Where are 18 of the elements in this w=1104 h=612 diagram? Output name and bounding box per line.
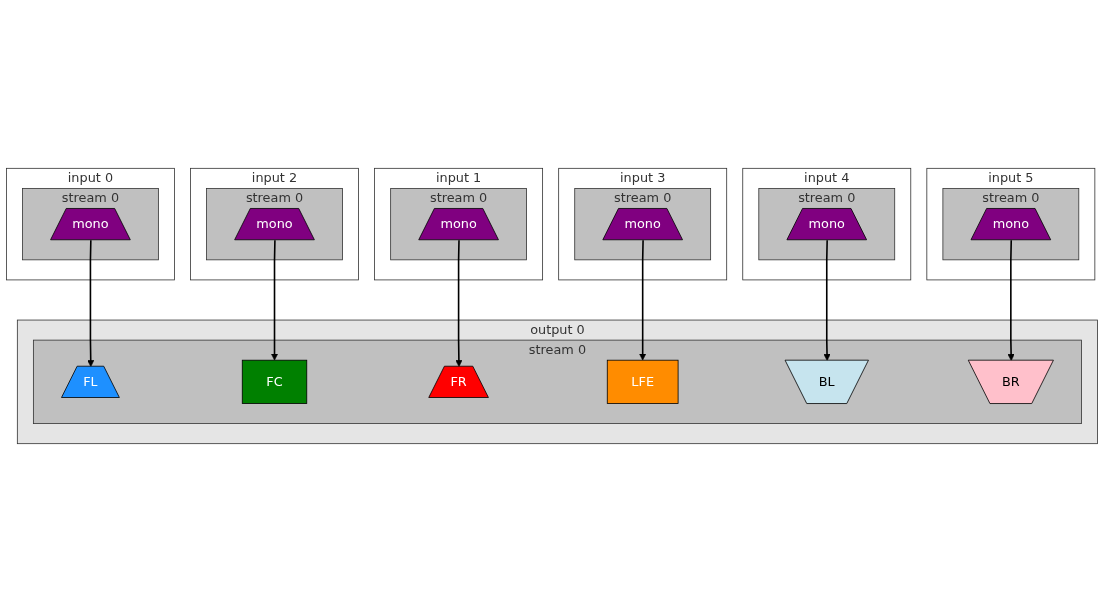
- trapezoid-node: mono: [786, 208, 867, 241]
- trapezoid-node: mono: [50, 208, 131, 241]
- trapezoid-node: BL: [784, 359, 869, 404]
- arrow: [639, 239, 647, 361]
- arrow: [271, 239, 279, 361]
- process-box: LFE: [606, 359, 679, 404]
- arrow: [823, 239, 831, 361]
- arrow: [1007, 239, 1015, 361]
- trapezoid-node: FR: [428, 365, 489, 398]
- trapezoid-node: BR: [967, 359, 1054, 404]
- trapezoid-node: mono: [602, 208, 683, 241]
- trapezoid-node: mono: [970, 208, 1052, 241]
- trapezoid-node: mono: [418, 208, 499, 241]
- arrow: [455, 239, 463, 367]
- process-box: FC: [241, 359, 308, 404]
- trapezoid-node: mono: [234, 208, 315, 241]
- arrow: [87, 239, 95, 367]
- trapezoid-node: FL: [61, 365, 120, 398]
